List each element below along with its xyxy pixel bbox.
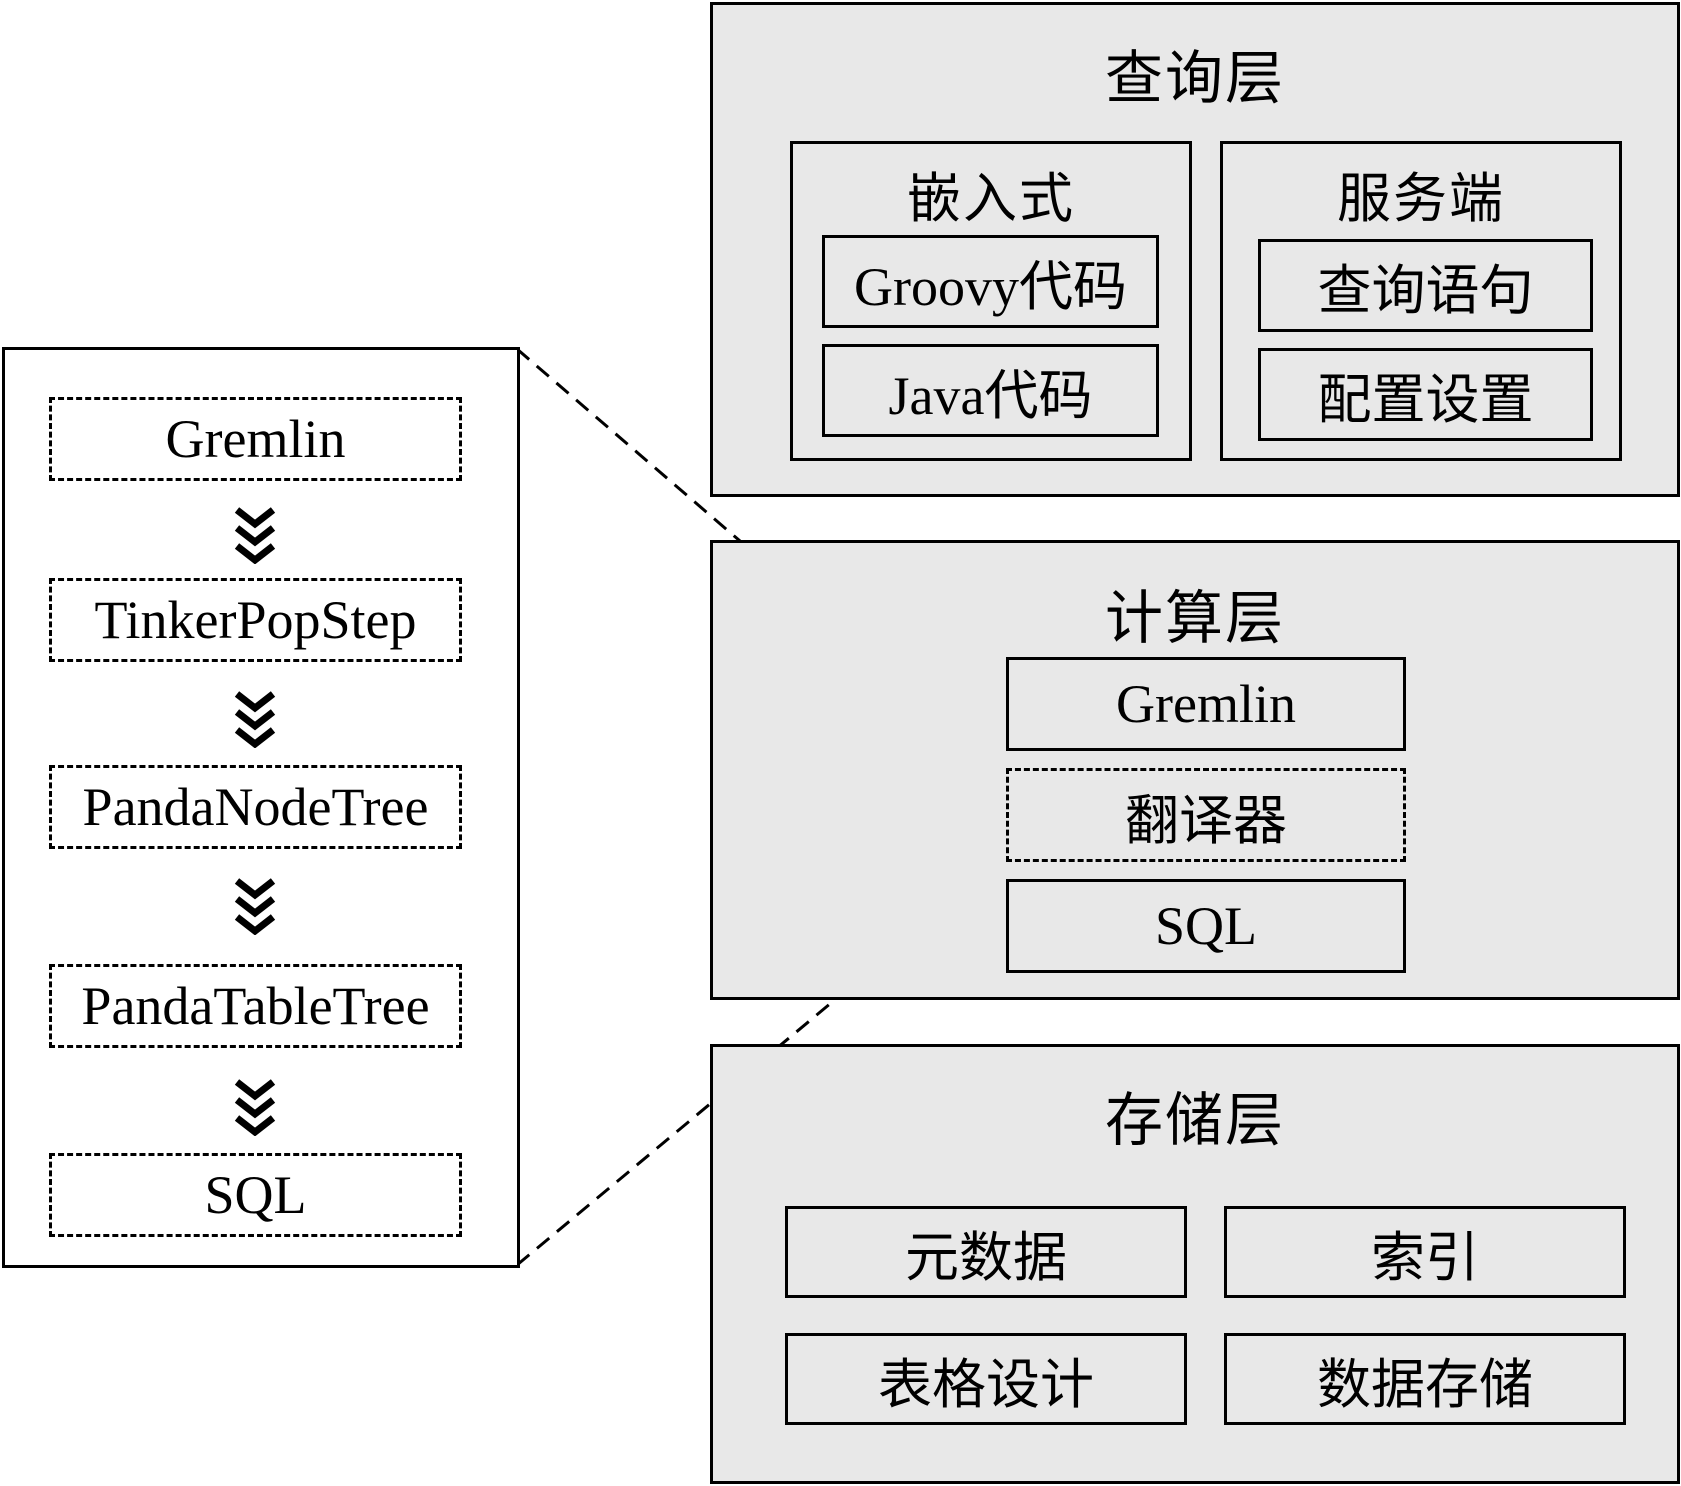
- compute-sql-label: SQL: [1154, 896, 1257, 956]
- pipeline-step-gremlin: Gremlin: [49, 397, 462, 481]
- query-statement-box: 查询语句: [1258, 239, 1593, 332]
- query-statement-label: 查询语句: [1317, 261, 1534, 321]
- compute-gremlin-box: Gremlin: [1006, 657, 1406, 751]
- pipeline-step-gremlin-label: Gremlin: [165, 409, 346, 469]
- server-group: 服务端 查询语句 配置设置: [1220, 141, 1622, 461]
- storage-layer: 存储层 元数据 索引 表格设计 数据存储: [710, 1044, 1680, 1484]
- pipeline-step-tinkerpopstep: TinkerPopStep: [49, 578, 462, 662]
- java-code-box: Java代码: [822, 344, 1159, 437]
- embedded-title: 嵌入式: [907, 169, 1075, 229]
- translator-label: 翻译器: [1125, 790, 1287, 851]
- query-layer-title: 查询层: [1104, 46, 1285, 111]
- table-design-box: 表格设计: [785, 1333, 1187, 1425]
- translator-box: 翻译器: [1006, 768, 1406, 862]
- down-chevron-icon: [225, 506, 285, 564]
- metadata-box: 元数据: [785, 1206, 1187, 1298]
- compute-gremlin-label: Gremlin: [1116, 674, 1296, 734]
- pipeline-step-pandanodetree: PandaNodeTree: [49, 765, 462, 849]
- down-chevron-icon: [225, 1078, 285, 1136]
- table-design-label: 表格设计: [878, 1354, 1094, 1415]
- pipeline-step-pandatabletree: PandaTableTree: [49, 964, 462, 1048]
- groovy-code-label: Groovy代码: [854, 257, 1127, 317]
- translation-pipeline-panel: Gremlin TinkerPopStep PandaNodeTree Pand…: [2, 347, 520, 1268]
- embedded-group: 嵌入式 Groovy代码 Java代码: [790, 141, 1192, 461]
- down-chevron-icon: [225, 690, 285, 748]
- down-chevron-icon: [225, 877, 285, 935]
- pipeline-step-pandanodetree-label: PandaNodeTree: [82, 777, 429, 837]
- data-storage-box: 数据存储: [1224, 1333, 1626, 1425]
- pipeline-step-tinkerpopstep-label: TinkerPopStep: [94, 590, 417, 650]
- compute-layer: 计算层 Gremlin 翻译器 SQL: [710, 540, 1680, 1000]
- pipeline-step-sql: SQL: [49, 1153, 462, 1237]
- compute-sql-box: SQL: [1006, 879, 1406, 973]
- config-settings-box: 配置设置: [1258, 348, 1593, 441]
- index-box: 索引: [1224, 1206, 1626, 1298]
- pipeline-step-sql-label: SQL: [204, 1165, 307, 1225]
- config-settings-label: 配置设置: [1317, 370, 1534, 430]
- storage-layer-title: 存储层: [1104, 1088, 1285, 1153]
- groovy-code-box: Groovy代码: [822, 235, 1159, 328]
- server-title: 服务端: [1337, 169, 1505, 229]
- metadata-label: 元数据: [905, 1227, 1067, 1288]
- query-layer: 查询层 嵌入式 Groovy代码 Java代码 服务端 查询语句 配置设置: [710, 2, 1680, 497]
- pipeline-step-pandatabletree-label: PandaTableTree: [81, 976, 430, 1036]
- data-storage-label: 数据存储: [1317, 1354, 1533, 1415]
- compute-layer-title: 计算层: [1104, 586, 1285, 651]
- java-code-label: Java代码: [888, 366, 1093, 426]
- index-label: 索引: [1371, 1227, 1479, 1288]
